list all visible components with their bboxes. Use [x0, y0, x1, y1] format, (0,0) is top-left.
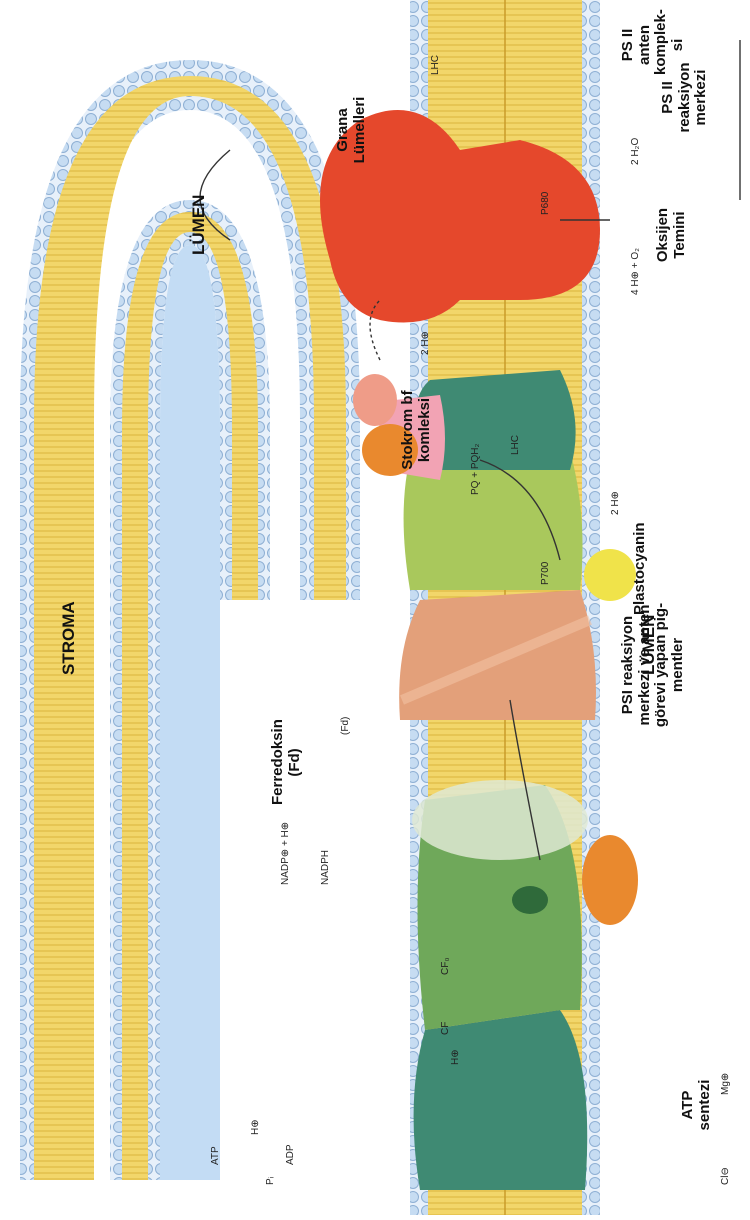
cytochrome-label: Stokrom bf komleksi [400, 385, 433, 475]
grana-label: Grana Lümelleri [335, 90, 368, 170]
lhc-ps2-label: LHC [430, 55, 441, 75]
o2-label: 4 H⊕ + O₂ [630, 248, 641, 295]
stroma-label: STROMA [60, 601, 79, 675]
cf1-label: CF [440, 1022, 451, 1035]
ps2-reaction-label: PS II reaksiyon merkezi [660, 60, 710, 135]
h-plus-stroma-label: 2 H⊕ [420, 331, 431, 355]
lhc-ps1-label: LHC [510, 435, 521, 455]
fd-label: (Fd) [340, 717, 351, 735]
oxygen-label: Oksijen Temini [655, 200, 688, 270]
ferredoxin-label: Ferredoksin (Fd) [270, 720, 303, 805]
adp-label: ADP [285, 1144, 296, 1165]
atp-label: ATP [210, 1146, 221, 1165]
mg-label: Mg⊕ [720, 1073, 731, 1095]
h-bottom-label: H⊕ [450, 1049, 461, 1065]
p700-label: P700 [540, 562, 551, 585]
psi-reaction-label: PSI reaksiyon merkezi ve anten görevi ya… [620, 595, 686, 735]
pi-label: Pᵢ [265, 1177, 276, 1185]
p680-label: P680 [540, 192, 551, 215]
cl-label: Cl⊖ [720, 1167, 731, 1185]
nadp-label: NADP⊕ + H⊕ [280, 822, 291, 885]
pq-pqh2-label: PQ + PQH₂ [470, 444, 481, 495]
h-lumen-label: 2 H⊕ [610, 491, 621, 515]
nadph-label: NADPH [320, 850, 331, 885]
lumen-top-label: LÜMEN [190, 195, 209, 255]
atp-synthesis-label: ATP sentezi [680, 1075, 713, 1135]
h2o-label: 2 H₂O [630, 138, 641, 165]
h-atp-label: H⊕ [250, 1119, 261, 1135]
cf0-label: CF₀ [440, 958, 451, 975]
